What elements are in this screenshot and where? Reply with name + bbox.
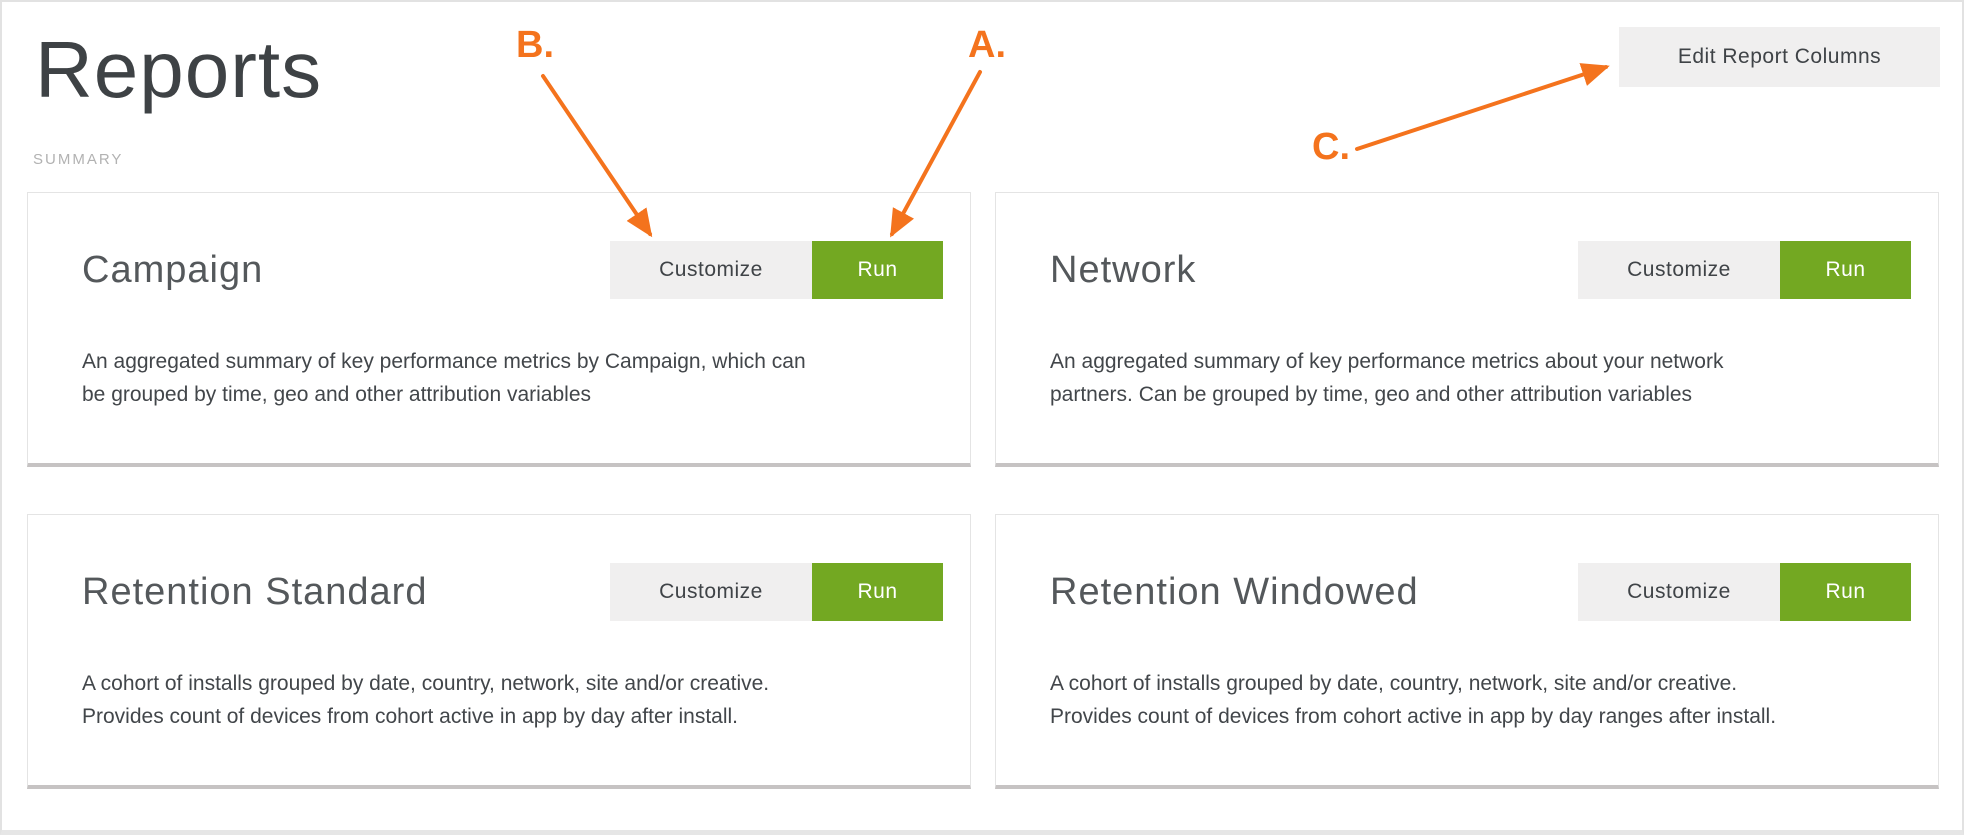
run-button-retention-windowed[interactable]: Run: [1780, 563, 1911, 621]
card-description: An aggregated summary of key performance…: [1050, 350, 1724, 406]
report-card-retention-windowed: Retention Windowed Customize Run A cohor…: [995, 514, 1939, 789]
card-header: Campaign Customize Run: [82, 241, 943, 299]
card-actions: Customize Run: [1578, 241, 1911, 299]
card-actions: Customize Run: [1578, 563, 1911, 621]
run-button-network[interactable]: Run: [1780, 241, 1911, 299]
card-description: An aggregated summary of key performance…: [82, 350, 806, 406]
run-button-campaign[interactable]: Run: [812, 241, 943, 299]
run-button-retention-standard[interactable]: Run: [812, 563, 943, 621]
card-description: A cohort of installs grouped by date, co…: [82, 672, 770, 728]
card-header: Retention Standard Customize Run: [82, 563, 943, 621]
page-title: Reports: [35, 25, 323, 114]
card-title: Network: [1050, 248, 1197, 291]
report-card-retention-standard: Retention Standard Customize Run A cohor…: [27, 514, 971, 789]
card-actions: Customize Run: [610, 241, 943, 299]
edit-report-columns-button[interactable]: Edit Report Columns: [1619, 27, 1940, 87]
card-title: Campaign: [82, 248, 264, 291]
customize-button-network[interactable]: Customize: [1578, 241, 1780, 299]
report-cards-grid: Campaign Customize Run An aggregated sum…: [27, 192, 1939, 789]
summary-section-label: SUMMARY: [33, 151, 124, 168]
customize-button-retention-windowed[interactable]: Customize: [1578, 563, 1780, 621]
annotation-label-b: B.: [516, 24, 554, 66]
customize-button-retention-standard[interactable]: Customize: [610, 563, 812, 621]
annotation-label-c: C.: [1312, 126, 1350, 168]
card-description: A cohort of installs grouped by date, co…: [1050, 672, 1777, 728]
card-header: Retention Windowed Customize Run: [1050, 563, 1911, 621]
arrow-c-to-edit-columns: [1355, 63, 1610, 151]
annotation-label-a: A.: [968, 24, 1006, 66]
card-title: Retention Standard: [82, 570, 428, 613]
report-card-network: Network Customize Run An aggregated summ…: [995, 192, 1939, 467]
card-header: Network Customize Run: [1050, 241, 1911, 299]
card-title: Retention Windowed: [1050, 570, 1419, 613]
card-actions: Customize Run: [610, 563, 943, 621]
customize-button-campaign[interactable]: Customize: [610, 241, 812, 299]
report-card-campaign: Campaign Customize Run An aggregated sum…: [27, 192, 971, 467]
